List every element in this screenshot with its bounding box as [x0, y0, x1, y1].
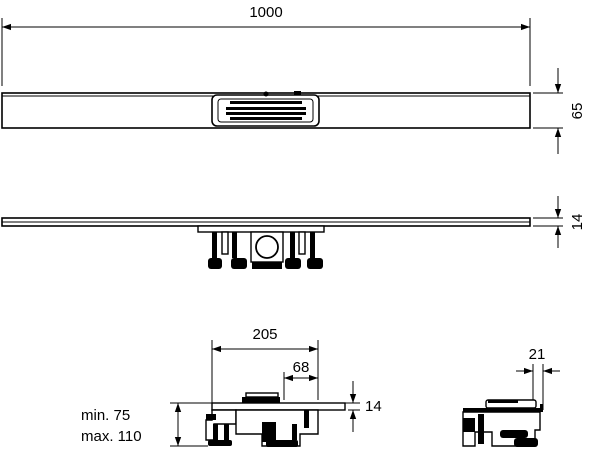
side-view: 14 [1, 196, 586, 269]
siphon-assembly-side [197, 225, 325, 269]
end-view: 21 [462, 346, 560, 447]
max-height-label: max. 110 [81, 428, 142, 445]
height-label: 65 [569, 103, 586, 120]
width-label: 205 [252, 326, 277, 343]
flange-label: 21 [529, 346, 546, 363]
siphon-end [462, 399, 543, 447]
top-view: 1000 65 [1, 4, 586, 154]
section-view: 205 68 14 min. 75 [81, 326, 382, 447]
length-label: 1000 [249, 4, 282, 21]
drain-grate [211, 91, 320, 127]
siphon-section [205, 392, 346, 447]
thickness-side-label: 14 [569, 214, 586, 231]
section-thickness-label: 14 [365, 398, 382, 415]
min-height-label: min. 75 [81, 407, 130, 424]
outlet-offset-label: 68 [293, 359, 310, 376]
